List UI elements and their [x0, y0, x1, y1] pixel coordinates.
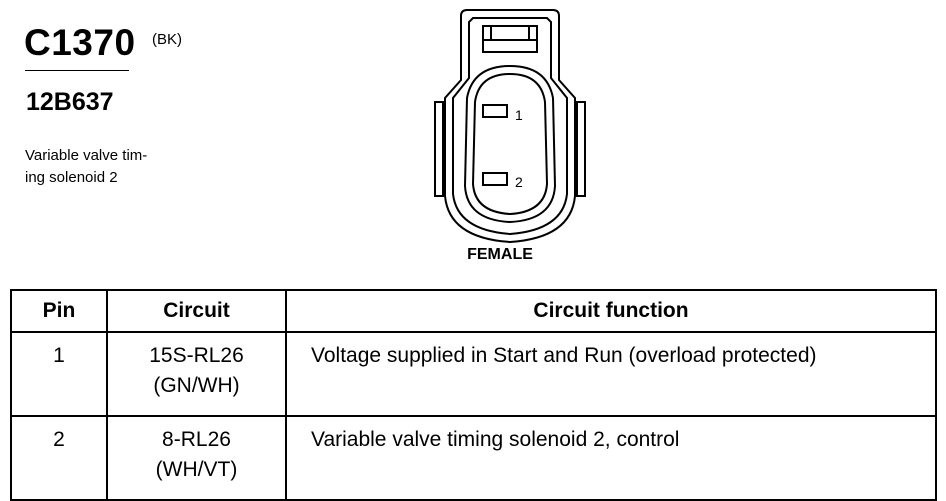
- connector-housing-outer: [444, 9, 576, 244]
- terminal-face-inner: [471, 72, 549, 216]
- table-row: 1 15S-RL26 (GN/WH) Voltage supplied in S…: [10, 331, 937, 417]
- connector-face-diagram: 1 2: [434, 9, 586, 244]
- connector-housing-inner: [452, 17, 568, 236]
- connector-id: C1370: [24, 22, 136, 63]
- circuit-cell: 8-RL26 (WH/VT): [106, 415, 287, 501]
- table-row: 2 8-RL26 (WH/VT) Variable valve timing s…: [10, 415, 937, 501]
- part-number: 12B637: [26, 88, 114, 116]
- circuit-code: 15S-RL26: [149, 344, 244, 367]
- connector-description: Variable valve tim- ing solenoid 2: [25, 145, 225, 189]
- side-rib-left: [434, 101, 444, 197]
- terminal-label-2: 2: [515, 174, 523, 190]
- header-circuit: Circuit: [106, 289, 287, 333]
- header-pin: Pin: [10, 289, 108, 333]
- circuit-function-cell: Variable valve timing solenoid 2, contro…: [285, 415, 937, 501]
- table-header-row: Pin Circuit Circuit function: [10, 289, 937, 333]
- pin-cell: 2: [10, 415, 108, 501]
- terminal-label-1: 1: [515, 107, 523, 123]
- terminal-cavity-1: [482, 104, 508, 118]
- circuit-code: 8-RL26: [162, 428, 231, 451]
- description-line-1: Variable valve tim-: [25, 147, 148, 164]
- circuit-color: (WH/VT): [155, 458, 238, 481]
- pin-table: Pin Circuit Circuit function 1 15S-RL26 …: [10, 289, 937, 501]
- terminal-cavity-2: [482, 172, 508, 186]
- circuit-function-cell: Voltage supplied in Start and Run (overl…: [285, 331, 937, 417]
- side-rib-right: [576, 101, 586, 197]
- circuit-color: (GN/WH): [153, 374, 240, 397]
- terminal-face-outer: [463, 64, 557, 224]
- title-divider: [25, 70, 129, 71]
- header-circuit-function: Circuit function: [285, 289, 937, 333]
- connector-gender-label: FEMALE: [467, 246, 533, 263]
- connector-color-code: (BK): [152, 31, 182, 48]
- description-line-2: ing solenoid 2: [25, 169, 118, 186]
- pin-cell: 1: [10, 331, 108, 417]
- circuit-cell: 15S-RL26 (GN/WH): [106, 331, 287, 417]
